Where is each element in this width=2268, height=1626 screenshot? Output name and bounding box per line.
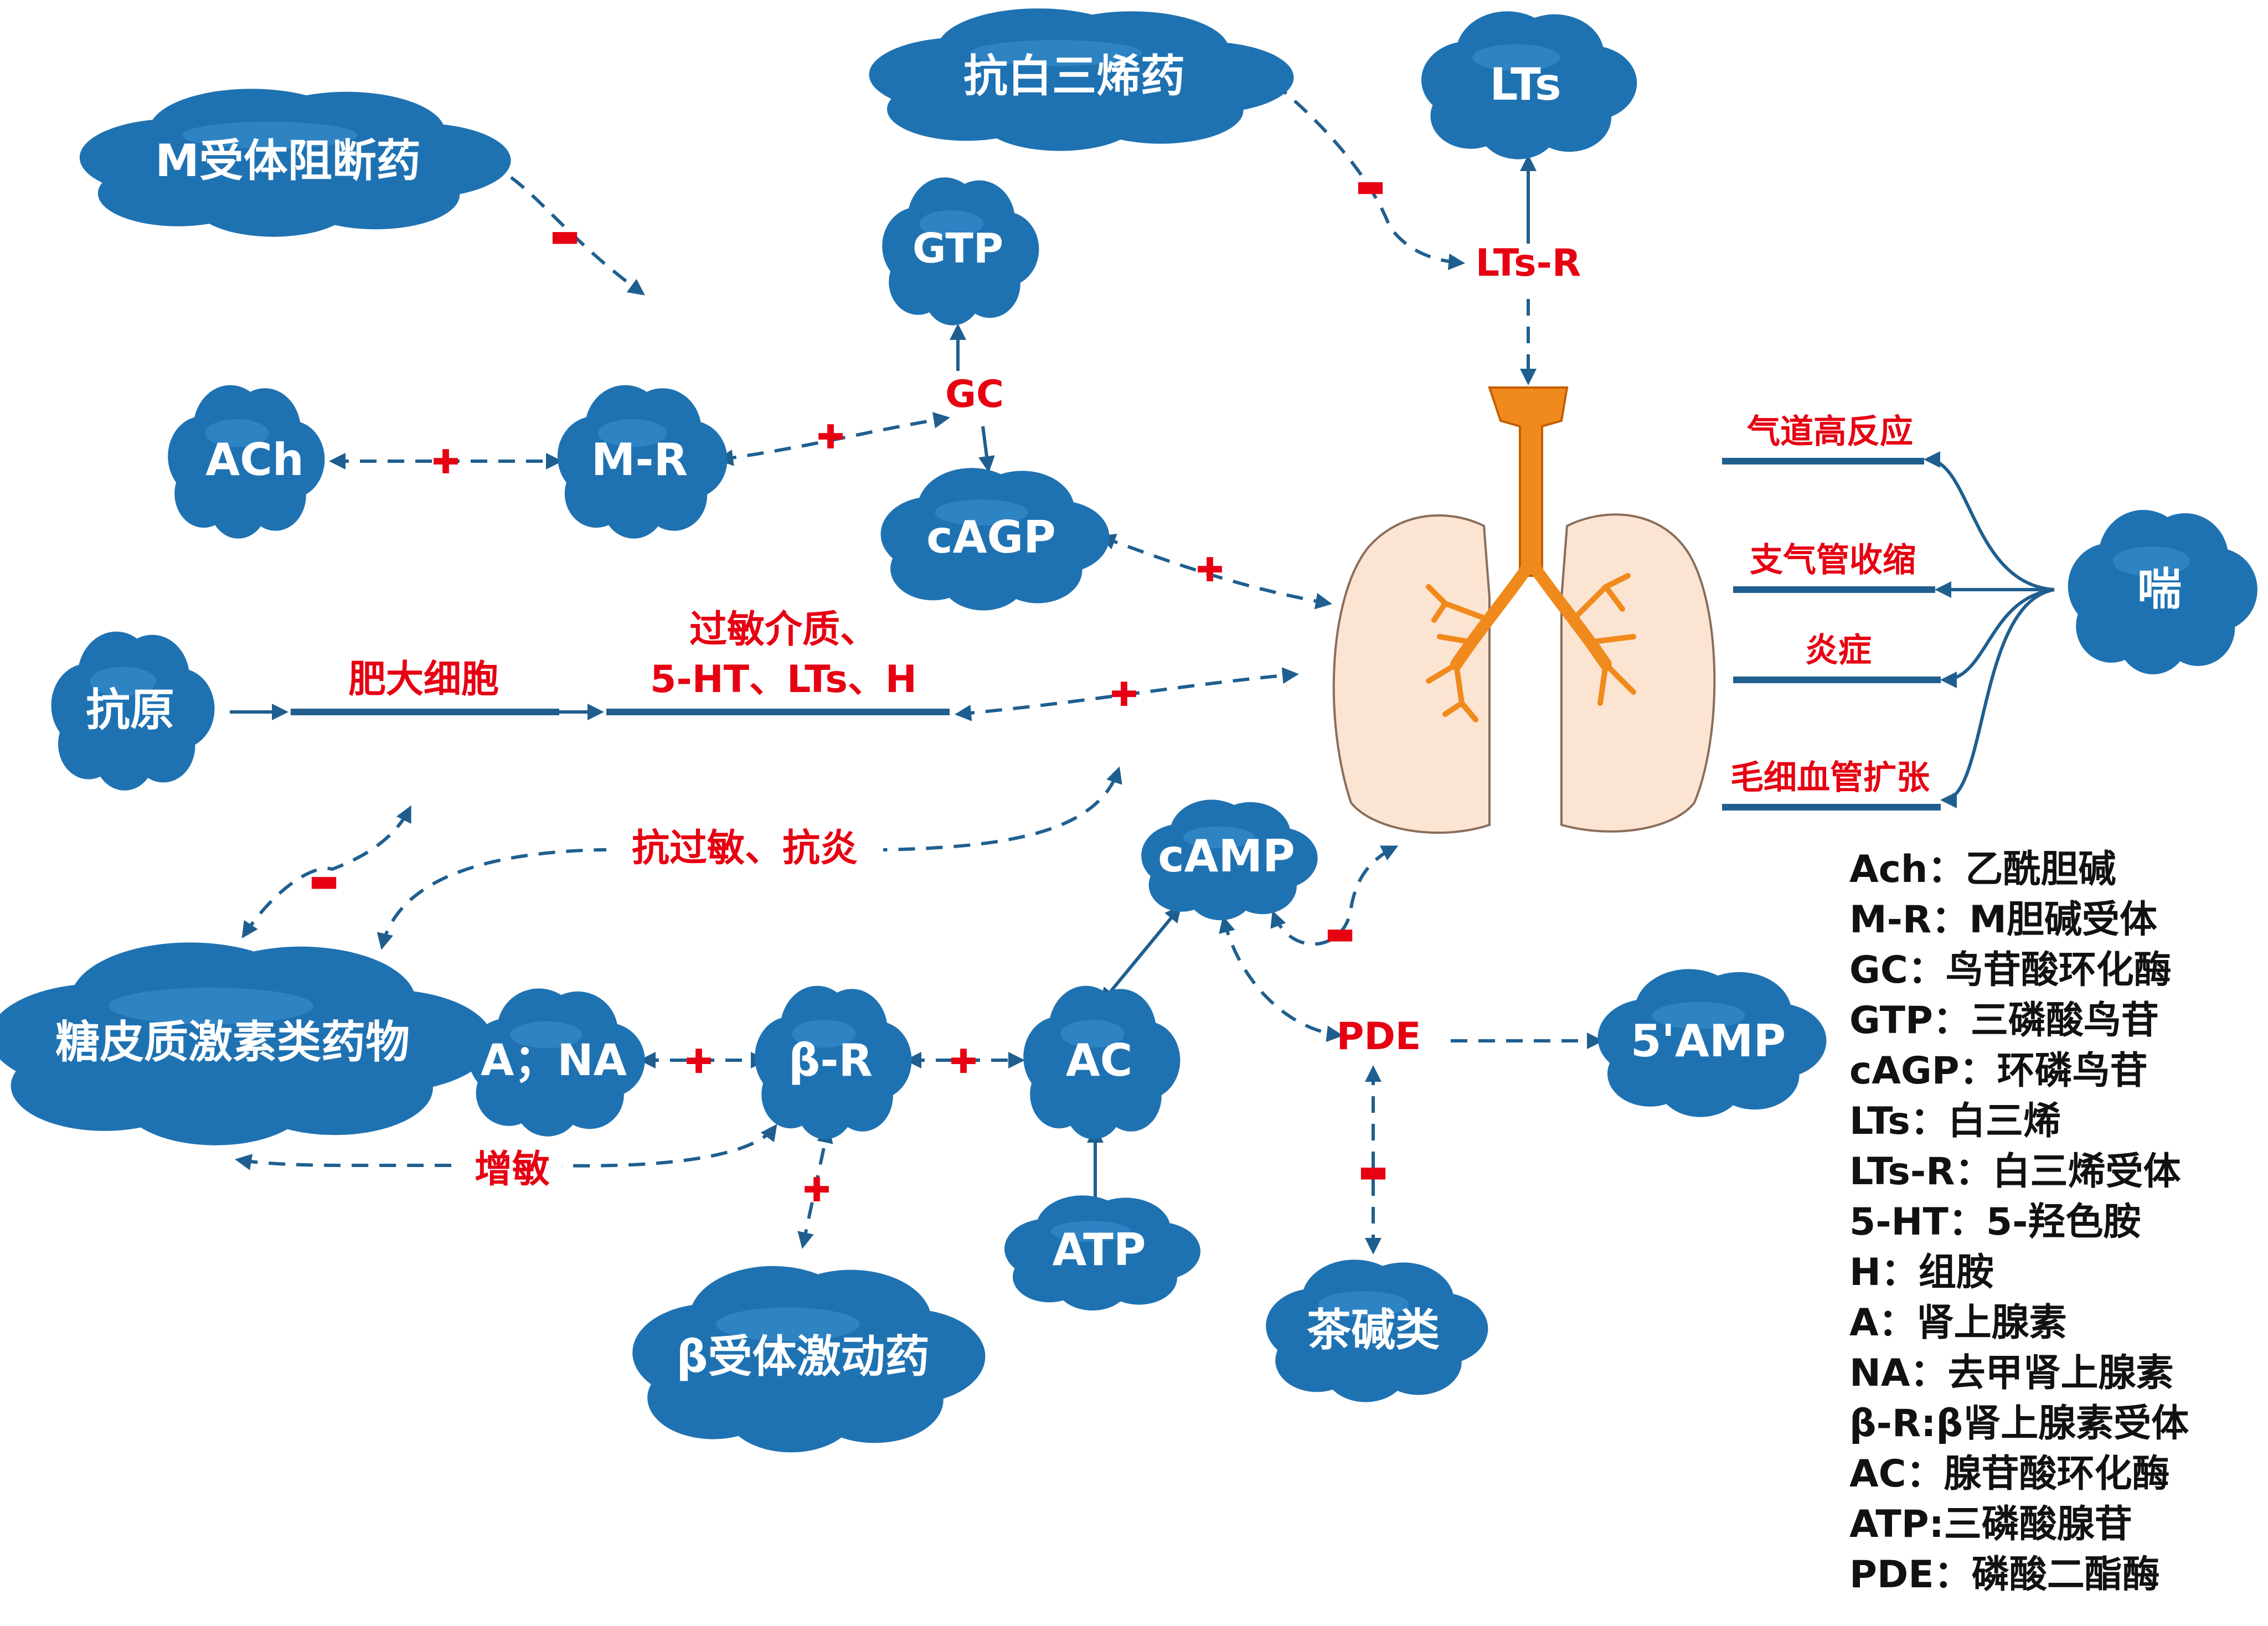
- cloud-mr: M-R: [557, 385, 728, 539]
- minus-sign-glucocorticoid: ▬: [309, 861, 339, 899]
- agonist-betar-arrow: [797, 1126, 833, 1249]
- legend-item: A：肾上腺素: [1849, 1301, 2067, 1345]
- camp-label: cAMP: [1158, 830, 1295, 882]
- antigen-label: 抗原: [86, 684, 174, 736]
- asthma-symptom4-arrow: [1940, 588, 2055, 808]
- legend-item: AC：腺苷酸环化酶: [1849, 1452, 2170, 1496]
- lts-label: LTs: [1489, 59, 1561, 110]
- symptom-inflammation: 炎症: [1805, 631, 1872, 670]
- glucocorticoid-label: 糖皮质激素类药物: [55, 1016, 410, 1068]
- mediators-lung-arrow: [955, 667, 1299, 721]
- lungs-illustration: [1332, 386, 1716, 834]
- ach-label: ACh: [205, 434, 304, 486]
- ac-label: AC: [1066, 1035, 1133, 1086]
- gtp-label: GTP: [913, 225, 1003, 272]
- cloud-antigen: 抗原: [51, 631, 215, 791]
- gluco-mastcell-arrow: [241, 805, 411, 938]
- camp-pde-arrow: [1219, 916, 1343, 1042]
- legend-item: β-R:β肾上腺素受体: [1849, 1402, 2189, 1446]
- mediators-label-2: 5-HT、LTs、H: [650, 658, 917, 701]
- cloud-lts: LTs: [1421, 11, 1637, 159]
- plus-sign-mediators-lung: ✚: [1110, 675, 1138, 714]
- cloud-a-na: A；NA: [468, 988, 645, 1137]
- legend-item: H：组胺: [1849, 1251, 1994, 1294]
- ac-camp-arrow: [1100, 905, 1182, 1005]
- 5amp-label: 5'AMP: [1631, 1015, 1786, 1067]
- cloud-camp: cAMP: [1141, 799, 1318, 921]
- asthma-symptom3-arrow: [1940, 588, 2055, 688]
- legend-item: PDE：磷酸二酯酶: [1849, 1553, 2160, 1597]
- legend-item: ATP:三磷酸腺苷: [1849, 1503, 2132, 1546]
- mr-label: M-R: [591, 434, 688, 486]
- cagp-label: cAGP: [926, 512, 1056, 563]
- antilt-ltsr-arrow: [1271, 81, 1465, 270]
- minus-sign-camp-lung: ▬: [1325, 914, 1355, 952]
- cloud-anti-lt: 抗白三烯药: [869, 8, 1294, 151]
- sensitize-label: 增敏: [475, 1148, 550, 1191]
- a-na-label: A；NA: [481, 1036, 627, 1086]
- beta-agonist-label: β受体激动药: [676, 1331, 929, 1382]
- atp-label: ATP: [1053, 1224, 1146, 1276]
- cloud-ach: ACh: [168, 385, 325, 539]
- beta-r-label: β-R: [788, 1035, 873, 1086]
- asthma-label: 喘: [2137, 564, 2182, 615]
- legend-item: LTs：白三烯: [1849, 1100, 2061, 1143]
- legend-item: GC：鸟苷酸环化酶: [1849, 948, 2172, 992]
- minus-sign-theophylline: ▬: [1358, 1152, 1389, 1190]
- plus-sign-ana-betar: ✚: [685, 1042, 713, 1081]
- abbreviation-legend: Ach：乙酰胆碱 M-R：M胆碱受体 GC：鸟苷酸环化酶 GTP：三磷酸鸟苷 c…: [1849, 844, 2259, 1600]
- plus-sign-cagp-lung: ✚: [1196, 551, 1224, 590]
- mast-cell-label: 肥大细胞: [348, 658, 499, 701]
- theophylline-label: 茶碱类: [1307, 1304, 1440, 1356]
- cloud-ac: AC: [1023, 985, 1181, 1139]
- sensitize-arrow: [235, 1124, 777, 1170]
- gc-label: GC: [945, 373, 1004, 416]
- gc-cagp-arrow: [978, 426, 995, 473]
- legend-item: LTs-R：白三烯受体: [1849, 1150, 2181, 1194]
- cloud-asthma: 喘: [2068, 510, 2257, 674]
- cagp-lung-arrow: [1099, 534, 1332, 610]
- cloud-atp: ATP: [1004, 1195, 1200, 1311]
- anti-allergy-label: 抗过敏、抗炎: [632, 827, 858, 870]
- cloud-beta-r: β-R: [755, 985, 912, 1139]
- symptom-airway-hyperreactivity: 气道高反应: [1747, 412, 1913, 451]
- cloud-5amp: 5'AMP: [1597, 969, 1827, 1117]
- asthma-symptom1-arrow: [1924, 451, 2055, 591]
- cloud-cagp: cAGP: [880, 468, 1110, 611]
- legend-item: Ach：乙酰胆碱: [1849, 848, 2116, 891]
- legend-item: GTP：三磷酸鸟苷: [1849, 999, 2159, 1042]
- effect-labels: GC LTs-R 肥大细胞 过敏介质、 5-HT、LTs、H 抗过敏、抗炎 增敏…: [309, 167, 1930, 1210]
- pde-label: PDE: [1337, 1015, 1421, 1059]
- legend-item: cAGP：环磷鸟苷: [1849, 1049, 2148, 1093]
- cloud-theophylline: 茶碱类: [1266, 1259, 1488, 1402]
- plus-sign-mr-gc: ✚: [817, 418, 844, 457]
- plus-sign-agonist-betar: ✚: [803, 1171, 831, 1210]
- cloud-gtp: GTP: [882, 177, 1039, 326]
- anti-lt-label: 抗白三烯药: [963, 50, 1185, 102]
- legend-item: NA：去甲肾上腺素: [1849, 1351, 2174, 1395]
- plus-sign-betar-ac: ✚: [950, 1042, 977, 1081]
- plus-sign-ach-mr: ✚: [432, 443, 460, 482]
- cloud-m-blocker: M受体阻断药: [79, 89, 511, 237]
- mediators-label-1: 过敏介质、: [689, 608, 878, 652]
- lts-r-label: LTs-R: [1476, 241, 1581, 285]
- mr-gc-arrow: [717, 412, 950, 466]
- minus-sign-anti-lt: ▬: [1355, 167, 1386, 204]
- cloud-beta-agonist: β受体激动药: [632, 1266, 986, 1453]
- legend-item: M-R：M胆碱受体: [1849, 898, 2157, 942]
- symptom-bronchoconstriction: 支气管收缩: [1750, 541, 1916, 580]
- minus-sign-m-blocker: ▬: [550, 216, 580, 254]
- m-blocker-label: M受体阻断药: [155, 135, 421, 187]
- legend-item: 5-HT：5-羟色胺: [1849, 1200, 2141, 1244]
- cloud-glucocorticoid: 糖皮质激素类药物: [0, 942, 493, 1145]
- symptom-capillary-dilation: 毛细血管扩张: [1730, 758, 1930, 797]
